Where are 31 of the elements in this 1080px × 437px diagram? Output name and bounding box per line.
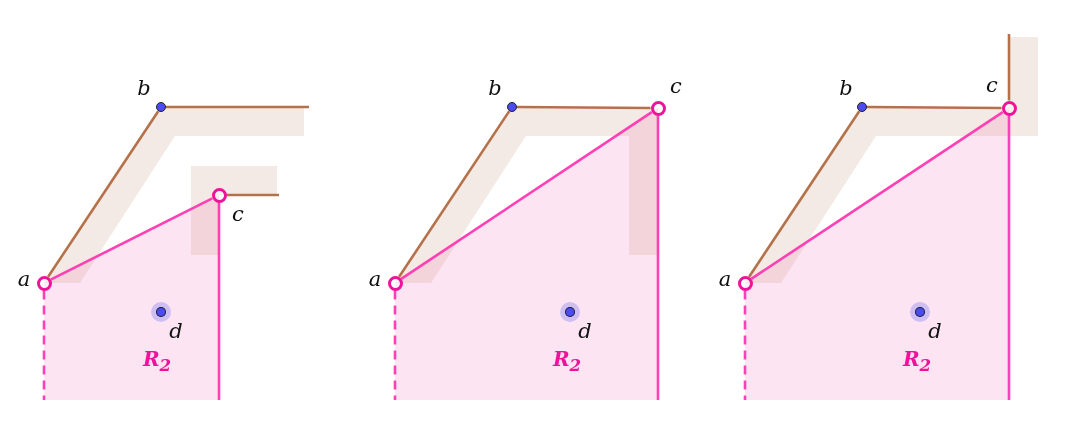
segment-line xyxy=(47,110,160,278)
point-label: a xyxy=(718,268,732,290)
point-label: a xyxy=(17,268,31,290)
point-label: d xyxy=(578,320,592,342)
point-label: c xyxy=(670,75,682,97)
point-dot xyxy=(156,102,166,112)
segment-line xyxy=(50,197,213,281)
segment-line xyxy=(750,111,1004,280)
point-label: b xyxy=(839,77,853,99)
region-label: R$_{2}$ xyxy=(552,348,582,374)
point-ring xyxy=(650,100,666,116)
point-dot xyxy=(857,102,867,112)
point-ring xyxy=(737,275,753,291)
point-ring xyxy=(211,187,227,203)
point-ring xyxy=(387,275,403,291)
point-label: c xyxy=(232,203,244,225)
point-ring xyxy=(1001,100,1017,116)
segment-line xyxy=(867,105,1002,110)
segment-line xyxy=(517,105,651,110)
region-label: R$_{2}$ xyxy=(902,348,932,374)
point-label: b xyxy=(488,77,502,99)
point-label: d xyxy=(169,320,183,342)
point-label: d xyxy=(928,320,942,342)
region-label: R$_{2}$ xyxy=(142,348,172,374)
point-label: a xyxy=(368,268,382,290)
point-ring xyxy=(36,275,52,291)
segment-line xyxy=(748,110,861,278)
point-dot xyxy=(507,102,517,112)
point-label: c xyxy=(986,74,998,96)
segment-line xyxy=(398,110,511,278)
point-label: b xyxy=(137,77,151,99)
